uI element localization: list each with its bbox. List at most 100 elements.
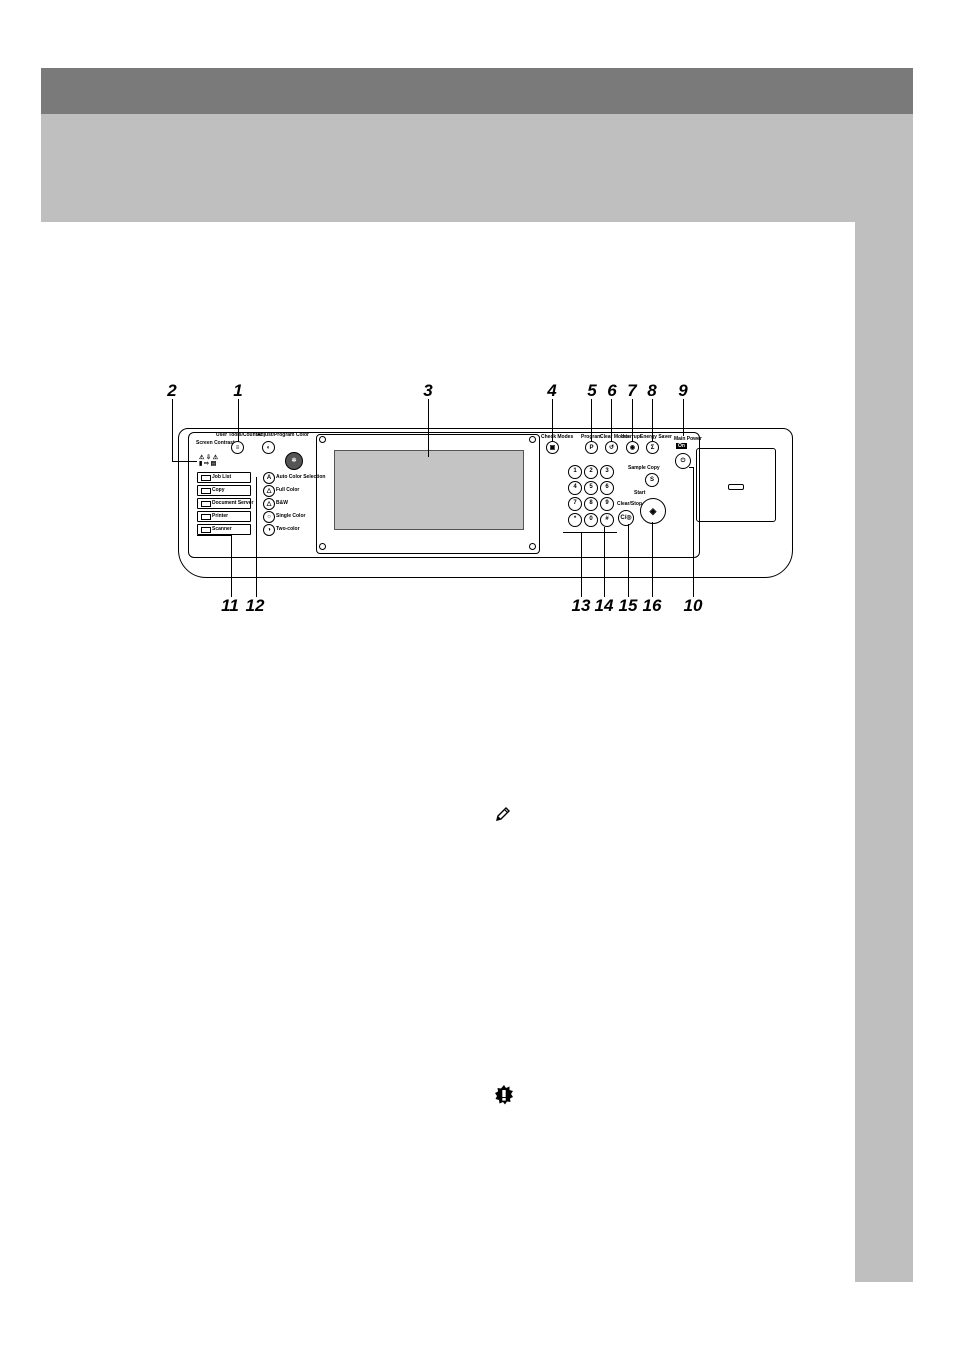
keypad-key-label: 7	[573, 500, 577, 506]
keypad-key-label: *	[573, 516, 577, 522]
side-thumb-tab	[855, 222, 913, 1282]
header-band-dark	[41, 68, 913, 114]
keypad-key-label: 3	[605, 468, 609, 474]
energy-saver-label: Energy Saver	[640, 434, 672, 440]
display-panel[interactable]	[334, 450, 524, 530]
keypad-key-label: 2	[589, 468, 593, 474]
media-slot-cover[interactable]	[696, 448, 776, 522]
mode-key-scanner[interactable]: Scanner	[197, 524, 251, 535]
mode-key-label: Copy	[212, 487, 225, 493]
keypad-key[interactable]: #	[600, 513, 614, 527]
color-key-full[interactable]: △	[263, 485, 275, 497]
clear-stop-label: Clear/Stop	[617, 501, 643, 507]
keypad-key[interactable]: 4	[568, 481, 582, 495]
user-tools-counter-key[interactable]: ≡	[231, 441, 244, 454]
energy-saver-key[interactable]: Σ	[646, 441, 659, 454]
important-icon	[494, 1085, 514, 1105]
leader-line	[611, 399, 612, 441]
pencil-note-icon	[494, 805, 512, 823]
leader-line	[172, 461, 197, 462]
mode-key-job-list[interactable]: Job List	[197, 472, 251, 483]
sample-copy-label: Sample Copy	[628, 465, 660, 471]
control-panel-bezel	[188, 432, 700, 558]
adjust-program-color-label: Adjust/Program Color	[257, 432, 309, 438]
mode-key-document-server[interactable]: Document Server	[197, 498, 253, 509]
keypad-key[interactable]: 3	[600, 465, 614, 479]
mode-key-label: Job List	[212, 474, 232, 480]
check-modes-key[interactable]: ▣	[546, 441, 559, 454]
color-key-bw[interactable]: △	[263, 498, 275, 510]
clear-modes-label: Clear Modes	[600, 434, 630, 440]
screw-icon	[529, 543, 536, 550]
leader-line	[552, 399, 553, 441]
leader-line	[683, 399, 684, 436]
program-key[interactable]: P	[585, 441, 598, 454]
keypad-key[interactable]: 8	[584, 497, 598, 511]
color-key-single[interactable]: ○	[263, 511, 275, 523]
contrast-dial-icon[interactable]: ✲	[285, 452, 303, 470]
user-tools-counter-label: User Tools/Counter	[216, 432, 263, 438]
color-option-label: B&W	[276, 500, 288, 506]
keypad-key[interactable]: 1	[568, 465, 582, 479]
check-modes-label: Check Modes	[541, 434, 574, 440]
leader-line	[628, 524, 629, 597]
leader-line	[197, 535, 232, 536]
keypad-key[interactable]: 7	[568, 497, 582, 511]
operation-switch[interactable]: ⏻	[675, 453, 691, 469]
callout-12: 12	[245, 596, 265, 615]
interrupt-label: Interrupt	[621, 434, 642, 440]
interrupt-key[interactable]: ◉	[626, 441, 639, 454]
keypad-key[interactable]: 5	[584, 481, 598, 495]
callout-3: 3	[423, 381, 433, 400]
keypad-key-label: 4	[573, 484, 577, 490]
screw-icon	[529, 436, 536, 443]
callout-6: 6	[607, 381, 617, 400]
leader-line	[563, 532, 617, 533]
callout-11: 11	[221, 596, 239, 615]
on-indicator-label: On	[676, 443, 687, 449]
callout-4: 4	[547, 381, 557, 400]
keypad-key[interactable]: 2	[584, 465, 598, 479]
leader-line	[652, 399, 653, 441]
leader-line	[652, 522, 653, 597]
leader-line	[632, 399, 633, 441]
callout-14: 14	[594, 596, 614, 615]
callout-8: 8	[647, 381, 657, 400]
keypad-key[interactable]: 9	[600, 497, 614, 511]
keypad-key[interactable]: 0	[584, 513, 598, 527]
keypad-key[interactable]: *	[568, 513, 582, 527]
start-key[interactable]: ◈	[640, 498, 666, 524]
leader-line	[604, 527, 605, 597]
leader-line	[238, 399, 239, 441]
keypad-key-label: 5	[589, 484, 593, 490]
leader-line	[581, 532, 582, 597]
sample-copy-key[interactable]: S	[645, 473, 659, 487]
start-label: Start	[634, 490, 646, 496]
color-option-label: Two-color	[276, 526, 300, 532]
mode-key-label: Scanner	[212, 526, 232, 532]
callout-1: 1	[233, 381, 243, 400]
leader-line	[591, 399, 592, 441]
keypad-key-label: 8	[589, 500, 593, 506]
color-key-auto[interactable]: A	[263, 472, 275, 484]
leader-line	[428, 399, 429, 457]
callout-15: 15	[618, 596, 638, 615]
color-option-label: Full Color	[276, 487, 300, 493]
keypad-key[interactable]: 6	[600, 481, 614, 495]
leader-line	[172, 399, 173, 461]
keypad-key-label: 1	[573, 468, 577, 474]
callout-5: 5	[587, 381, 597, 400]
mode-key-printer[interactable]: Printer	[197, 511, 251, 522]
callout-13: 13	[571, 596, 591, 615]
leader-line	[256, 477, 257, 597]
mode-key-copy[interactable]: Copy	[197, 485, 251, 496]
mode-key-label: Printer	[212, 513, 229, 519]
clear-stop-key[interactable]: C/◎	[618, 510, 634, 526]
color-key-two[interactable]: ◑	[263, 524, 275, 536]
screen-contrast-label: Screen Contrast	[196, 440, 235, 446]
leader-line	[689, 467, 694, 468]
clear-modes-key[interactable]: ↺	[605, 441, 618, 454]
header-band-light	[41, 114, 913, 222]
adjust-program-color-key[interactable]: ◐	[262, 441, 275, 454]
keypad-key-label: 6	[605, 484, 609, 490]
